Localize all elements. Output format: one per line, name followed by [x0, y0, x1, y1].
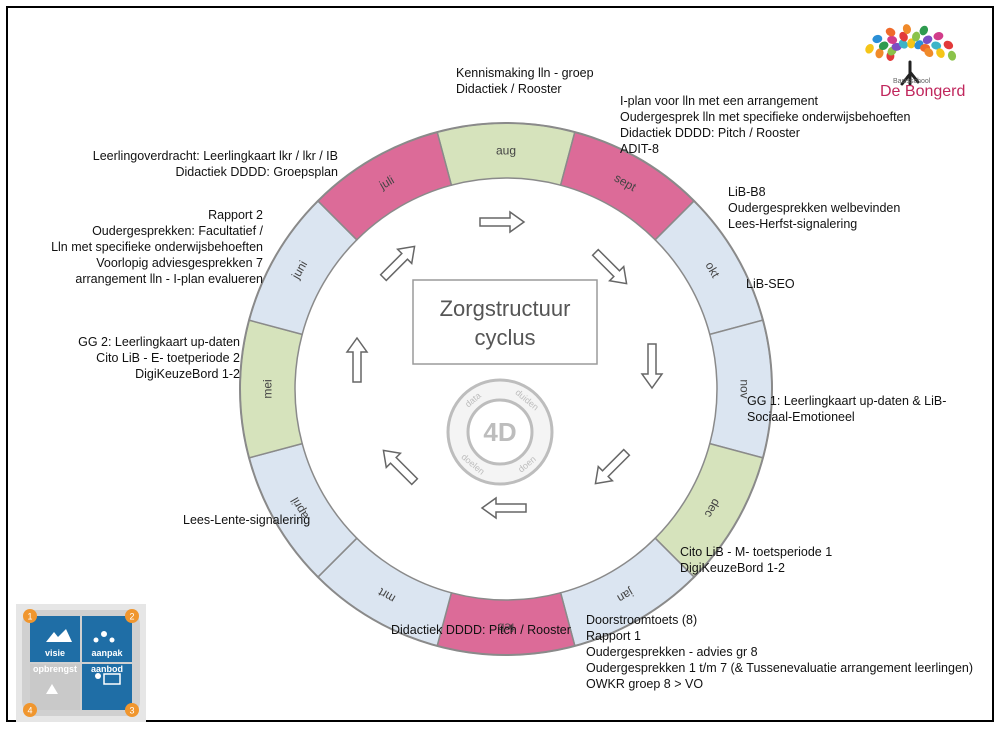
- page-frame: [6, 6, 994, 722]
- cycle-arrow-icon: [345, 336, 369, 383]
- hand-leaf-icon: [899, 31, 908, 42]
- logo-school-label: Basisschool: [893, 78, 931, 85]
- note-nov: LiB-SEO: [746, 277, 795, 291]
- cycle-arrow-icon: [594, 448, 631, 485]
- watermark-center-text: 4D: [483, 417, 516, 447]
- outer-ring: [239, 122, 773, 656]
- hand-leaf-icon: [922, 35, 933, 45]
- quadrant-opbrengst: [30, 664, 80, 710]
- hand-leaf-icon: [902, 24, 911, 35]
- badge-1: 1: [27, 612, 32, 622]
- cycle-arrow-icon: [479, 210, 526, 234]
- people-icon: [101, 631, 107, 637]
- hand-leaf-icon: [875, 48, 884, 59]
- badge-4: 4: [27, 706, 32, 716]
- note-juli: Leerlingoverdracht: Leerlingkaart lkr / …: [92, 149, 338, 179]
- title-line2: cyclus: [474, 325, 535, 350]
- quadrant-aanbod: [82, 664, 132, 710]
- note-april: Lees-Lente-signalering: [183, 513, 311, 527]
- hand-leaf-icon: [943, 40, 954, 50]
- presentation-icon: [103, 673, 121, 685]
- watermark-inner-circle: [466, 398, 534, 466]
- cycle-arrow-icon: [591, 248, 628, 285]
- hand-leaf-icon: [872, 34, 883, 44]
- cycle-arrow-icon: [382, 449, 419, 486]
- badge-2: 2: [129, 612, 134, 622]
- hand-leaf-icon: [898, 39, 908, 49]
- hand-leaf-icon: [947, 50, 957, 61]
- title-box: [412, 279, 598, 365]
- hand-leaf-icon: [885, 27, 896, 37]
- cycle-arrow-icon: [640, 343, 664, 390]
- month-label-nov: nov: [738, 379, 752, 398]
- hand-leaf-icon: [887, 35, 898, 44]
- school-logo: [865, 24, 957, 86]
- hand-leaf-icon: [919, 25, 929, 36]
- hand-leaf-icon: [891, 42, 902, 51]
- hand-leaf-icon: [907, 38, 916, 49]
- month-label-mei: mei: [261, 379, 275, 398]
- tree-hands-icon: [865, 24, 957, 61]
- quadrant-label-opbrengst: opbrengst: [33, 664, 77, 674]
- cycle-arrow-icon: [379, 245, 416, 282]
- hand-leaf-icon: [912, 31, 921, 42]
- quadrant-aanpak: [82, 616, 132, 662]
- badge-3: 3: [129, 706, 134, 716]
- logo-school-name: De Bongerd: [880, 83, 966, 100]
- note-dec: GG 1: Leerlingkaart up-daten & LiB-Socia…: [747, 394, 947, 424]
- month-label-feb: feb: [497, 621, 514, 635]
- quadrant-label-visie: visie: [45, 648, 65, 658]
- month-segments: [239, 122, 773, 656]
- quadrant-label-aanbod: aanbod: [91, 664, 123, 674]
- hand-leaf-icon: [924, 47, 934, 58]
- cycle-arrows: [345, 210, 664, 520]
- quadrant-label-aanpak: aanpak: [91, 648, 123, 658]
- hand-leaf-icon: [878, 41, 889, 51]
- hand-leaf-icon: [936, 48, 945, 58]
- vision-model: visie aanpak aanbod opbrengst 1 2 3 4: [16, 604, 146, 722]
- month-label-juli: juli: [376, 173, 397, 193]
- hand-leaf-icon: [931, 41, 942, 50]
- month-labels: augseptoktnovdecjanfebmrtaprilmeijunijul…: [261, 144, 752, 635]
- note-mrt: Didactiek DDDD: Pitch / Rooster: [391, 623, 571, 637]
- title-line1: Zorgstructuur: [440, 296, 571, 321]
- growth-icon: [46, 684, 58, 694]
- hand-leaf-icon: [933, 32, 944, 41]
- hand-leaf-icon: [865, 43, 874, 54]
- cycle-arrow-icon: [480, 496, 527, 520]
- month-label-aug: aug: [496, 144, 516, 158]
- mountain-icon: [46, 629, 72, 642]
